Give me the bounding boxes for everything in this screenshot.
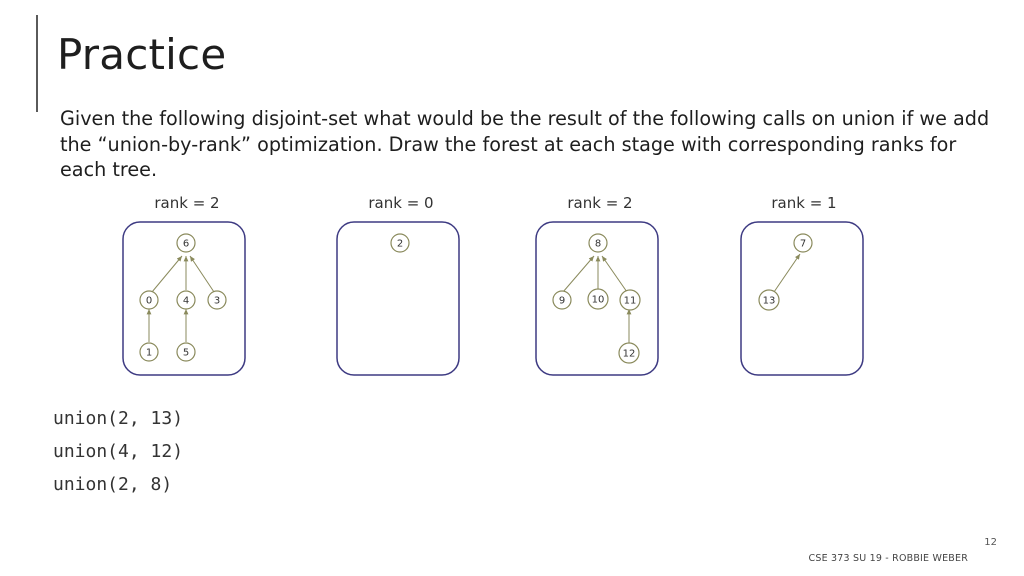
- title-accent-bar: [36, 15, 38, 112]
- node-10: 10: [587, 288, 609, 310]
- node-9: 9: [552, 290, 572, 310]
- svg-text:6: 6: [183, 239, 189, 250]
- rank-label-tree-1: rank = 2: [154, 194, 220, 212]
- rank-label-tree-4: rank = 1: [771, 194, 837, 212]
- svg-text:3: 3: [214, 296, 220, 307]
- edge-0-to-6: [151, 255, 183, 293]
- rank-label-tree-3: rank = 2: [567, 194, 633, 212]
- node-13: 13: [758, 289, 780, 311]
- union-call: union(2, 13): [53, 408, 184, 429]
- node-1: 1: [139, 342, 159, 362]
- union-call: union(4, 12): [53, 441, 184, 462]
- node-7: 7: [793, 233, 813, 253]
- slide-title: Practice: [57, 30, 227, 79]
- instructions-text: Given the following disjoint-set what wo…: [60, 107, 990, 181]
- node-4: 4: [176, 290, 196, 310]
- edge-9-to-8: [562, 255, 595, 293]
- node-3: 3: [207, 290, 227, 310]
- svg-text:5: 5: [183, 348, 189, 359]
- edge-13-to-7: [773, 253, 801, 293]
- svg-text:9: 9: [559, 296, 565, 307]
- svg-text:8: 8: [595, 239, 601, 250]
- node-11: 11: [619, 289, 641, 311]
- svg-text:2: 2: [397, 239, 403, 250]
- tree-box-4: [740, 221, 864, 376]
- svg-text:10: 10: [592, 295, 605, 306]
- svg-text:4: 4: [183, 296, 189, 307]
- node-8: 8: [588, 233, 608, 253]
- node-5: 5: [176, 342, 196, 362]
- tree-box-2: [336, 221, 460, 376]
- edge-11-to-8: [601, 255, 628, 293]
- page-number: 12: [984, 537, 997, 548]
- node-2: 2: [390, 233, 410, 253]
- svg-text:12: 12: [623, 349, 636, 360]
- edge-3-to-6: [189, 255, 215, 293]
- svg-text:11: 11: [624, 296, 637, 307]
- svg-text:7: 7: [800, 239, 806, 250]
- node-12: 12: [618, 342, 640, 364]
- union-call: union(2, 8): [53, 474, 173, 495]
- node-0: 0: [139, 290, 159, 310]
- svg-text:0: 0: [146, 296, 152, 307]
- node-6: 6: [176, 233, 196, 253]
- rank-label-tree-2: rank = 0: [368, 194, 434, 212]
- footer-course-credit: CSE 373 SU 19 - ROBBIE WEBER: [808, 553, 968, 564]
- svg-text:13: 13: [763, 296, 776, 307]
- svg-text:1: 1: [146, 348, 152, 359]
- union-call-list: union(2, 13) union(4, 12) union(2, 8): [53, 405, 183, 504]
